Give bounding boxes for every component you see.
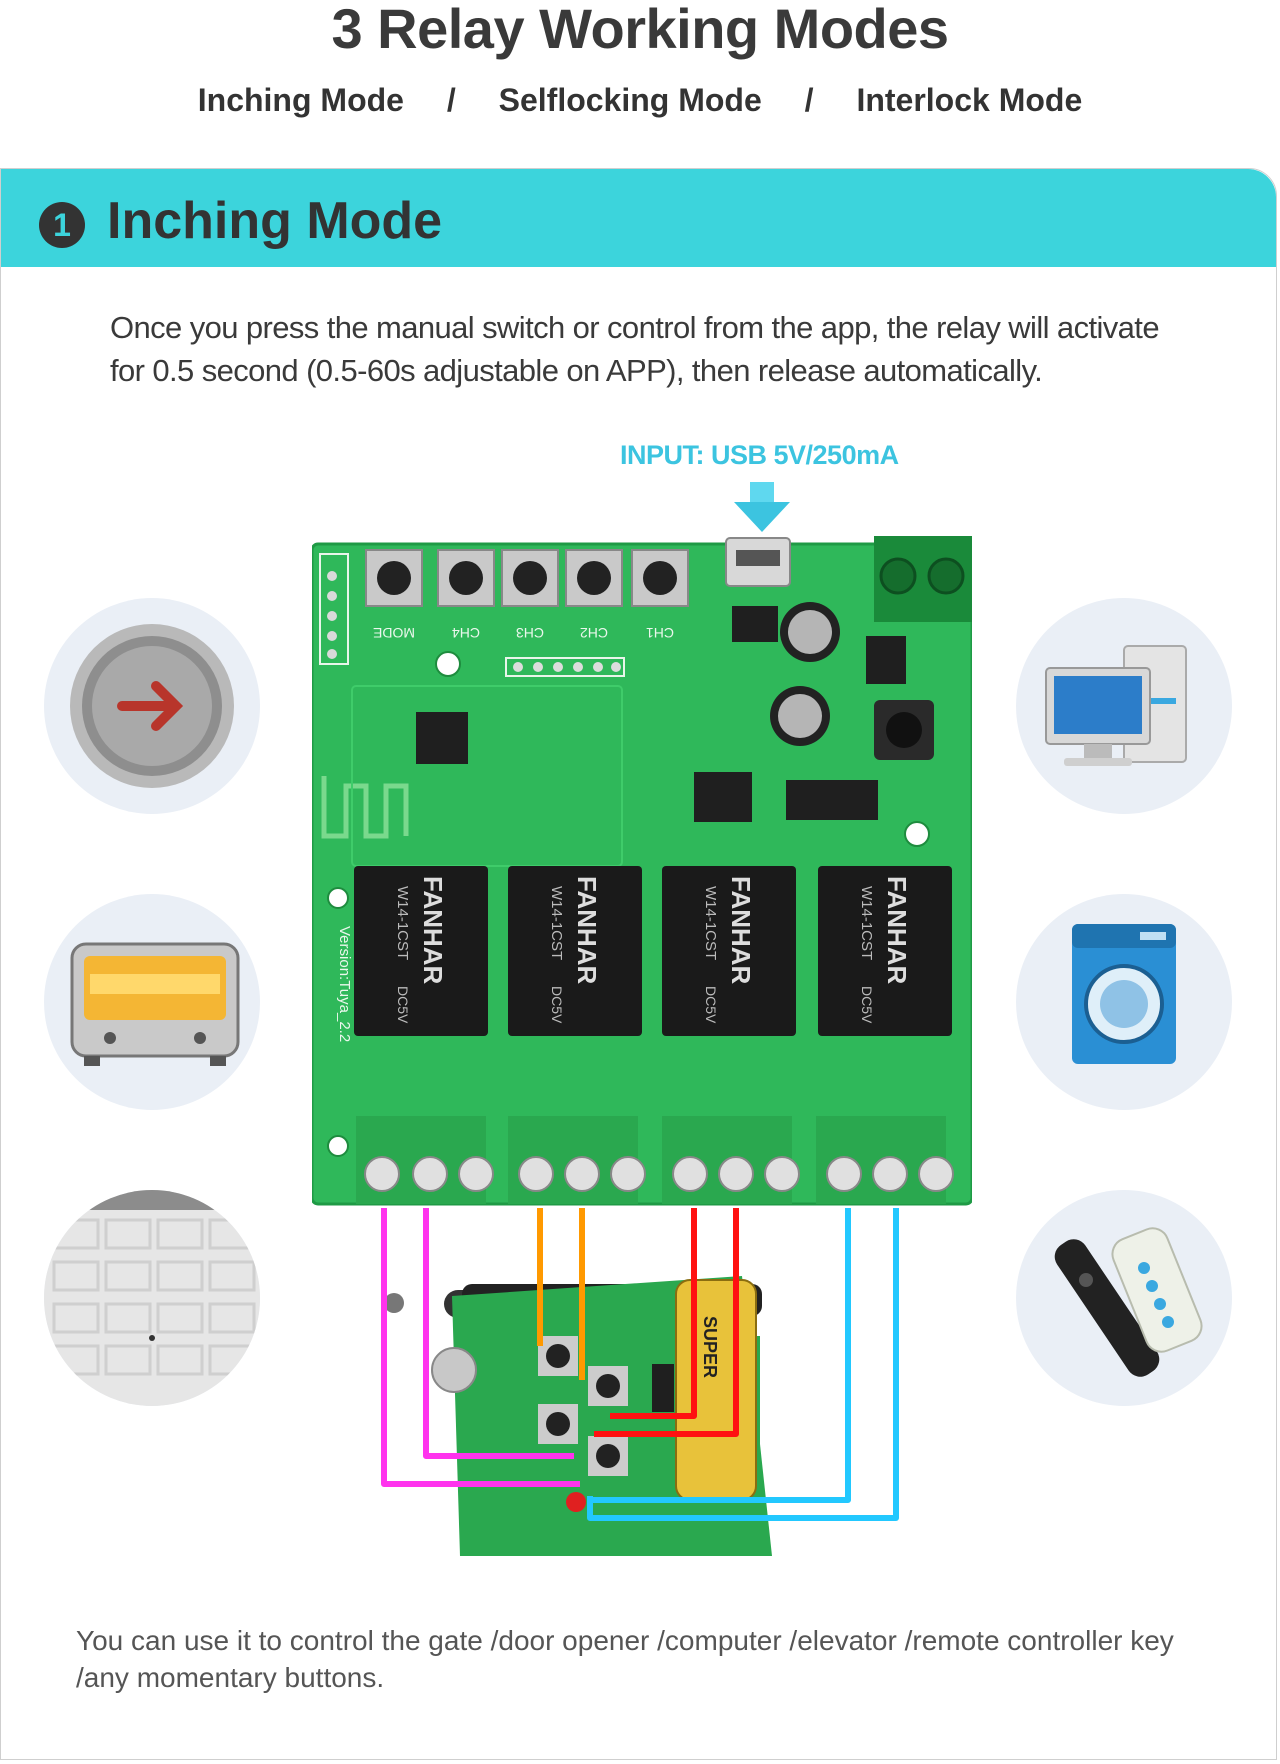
relay-1-brand: FANHAR <box>418 876 448 985</box>
down-arrow-icon <box>734 482 790 532</box>
relay-1-model: W14-1CST <box>394 886 411 960</box>
panel-header: 1 Inching Mode <box>1 169 1276 267</box>
separator: / <box>804 82 814 118</box>
remote-controls-icon <box>1016 1190 1232 1406</box>
garage-door-icon <box>44 1190 260 1406</box>
washing-machine-icon <box>1016 894 1232 1110</box>
remote-control-board: SUPER <box>384 1276 772 1556</box>
elevator-button-icon <box>44 598 260 814</box>
ch1-button-label: CH1 <box>646 625 674 641</box>
version-label: Version:Tuya_2.2 <box>336 926 353 1042</box>
mode-inching: Inching Mode <box>197 82 404 118</box>
section-description: Once you press the manual switch or cont… <box>110 310 1160 388</box>
section-number-badge: 1 <box>39 202 85 248</box>
section-title: Inching Mode <box>107 192 443 250</box>
mode-button-label: MODE <box>373 625 415 641</box>
relay-4-voltage: DC5V <box>859 986 875 1024</box>
ch4-button-label: CH4 <box>452 625 480 641</box>
mode-interlock: Interlock Mode <box>856 82 1083 118</box>
separator: / <box>446 82 456 118</box>
usage-footnote: You can use it to control the gate /door… <box>76 1625 1174 1693</box>
relay-2-model: W14-1CST <box>548 886 565 960</box>
desktop-computer-icon <box>1016 598 1232 814</box>
relay-3-model: W14-1CST <box>702 886 719 960</box>
relays <box>354 866 952 1036</box>
mode-selflocking: Selflocking Mode <box>498 82 762 118</box>
relay-3-voltage: DC5V <box>703 986 719 1024</box>
page-title: 3 Relay Working Modes <box>331 0 949 60</box>
relay-board-image: MODE CH4 CH3 CH2 CH1 FANHAR FANHAR FANHA… <box>312 536 972 1556</box>
mode-list: Inching Mode / Selflocking Mode / Interl… <box>0 82 1280 119</box>
relay-4-brand: FANHAR <box>882 876 912 985</box>
relay-2-brand: FANHAR <box>572 876 602 985</box>
screw-terminals <box>356 1116 954 1204</box>
toaster-oven-icon <box>44 894 260 1110</box>
relay-1-voltage: DC5V <box>395 986 411 1024</box>
relay-4-model: W14-1CST <box>858 886 875 960</box>
ch2-button-label: CH2 <box>580 625 608 641</box>
ch3-button-label: CH3 <box>516 625 544 641</box>
tactile-buttons <box>365 549 689 607</box>
relay-2-voltage: DC5V <box>549 986 565 1024</box>
input-label: INPUT: USB 5V/250mA <box>620 440 899 470</box>
battery-brand: SUPER <box>700 1316 720 1378</box>
relay-3-brand: FANHAR <box>726 876 756 985</box>
wires <box>381 1208 899 1521</box>
